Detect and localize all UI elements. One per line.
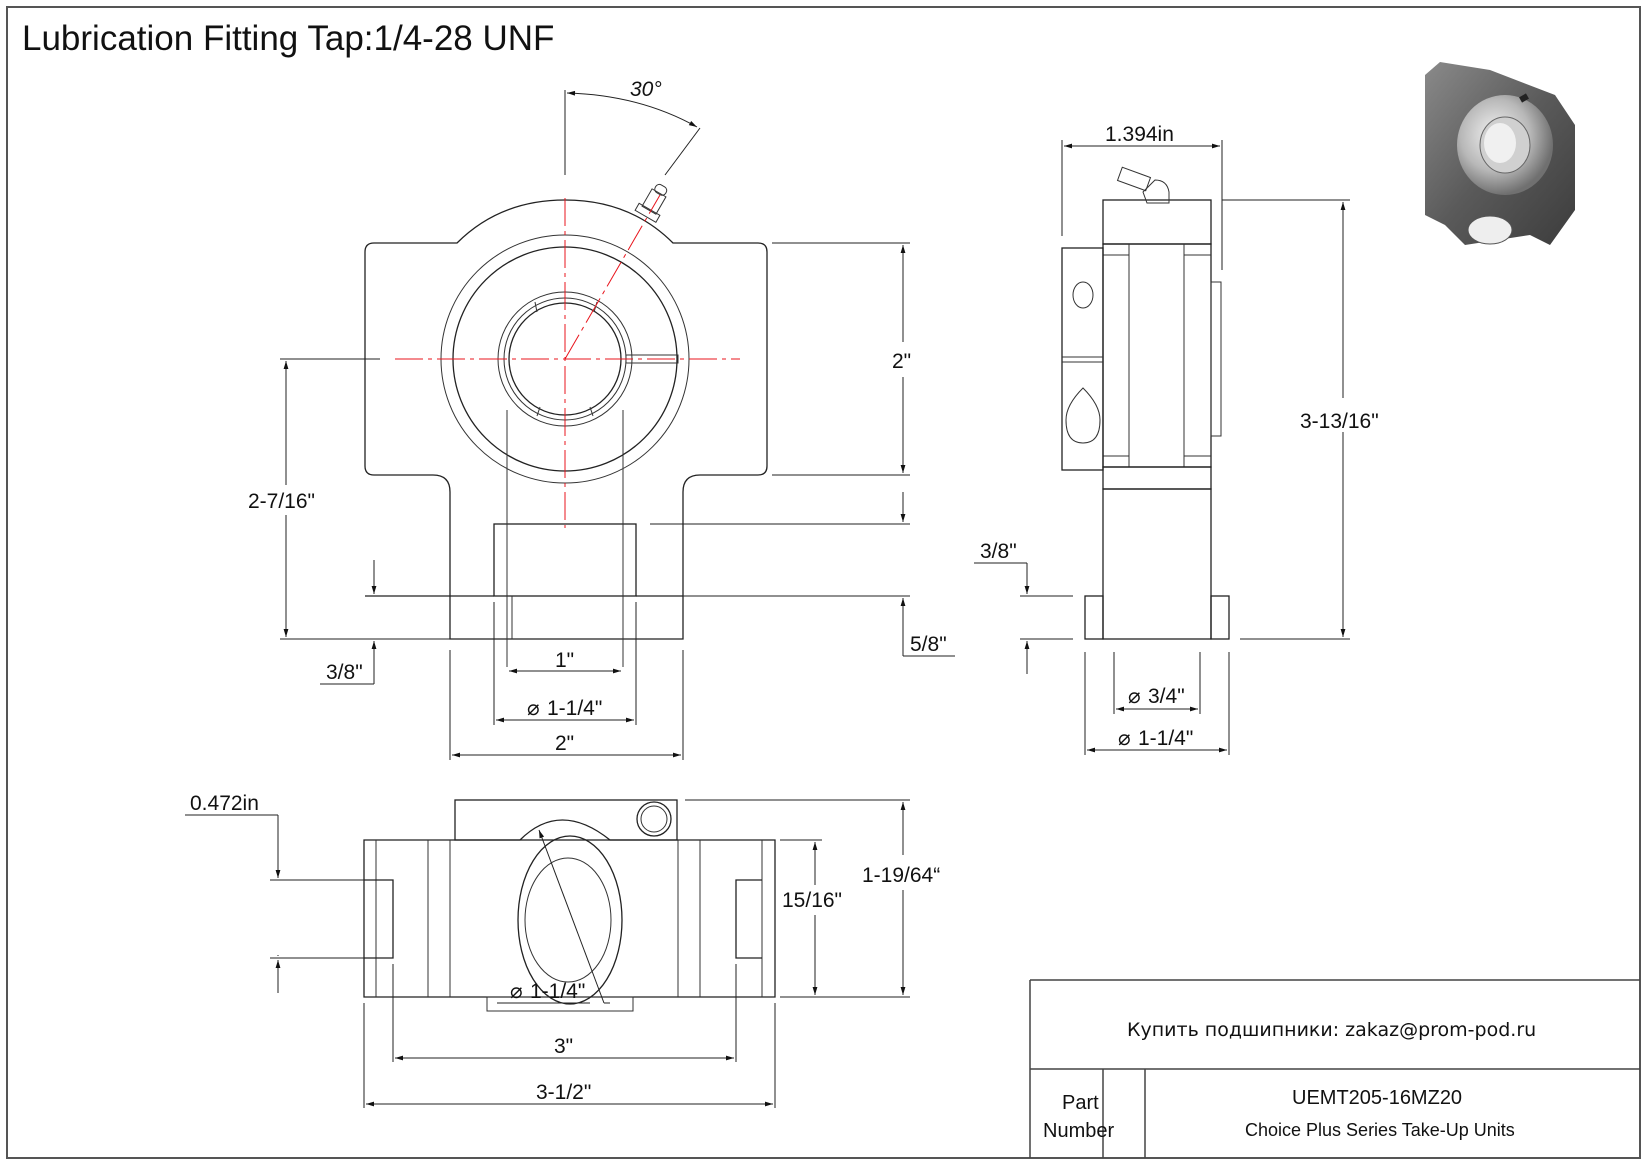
dim-small-diameter: 3/4" bbox=[1148, 685, 1185, 708]
grease-fitting-icon bbox=[634, 183, 668, 223]
part-description: Choice Plus Series Take-Up Units bbox=[1245, 1120, 1515, 1140]
front-view: 30° 2" 5/8" 2-7/16" 3/8" 1" ⌀ 1 bbox=[248, 78, 955, 760]
bottom-top-block bbox=[454, 799, 678, 841]
diameter-icon: ⌀ bbox=[1128, 685, 1141, 708]
grease-fitting-top bbox=[640, 805, 668, 833]
set-screw-hole bbox=[1065, 387, 1101, 444]
side-foot-left bbox=[1084, 595, 1104, 640]
dim-inner-height: 15/16" bbox=[782, 889, 842, 912]
side-top-block bbox=[1102, 199, 1212, 245]
ring-notch bbox=[589, 406, 594, 417]
dim-slot: 0.472in bbox=[190, 792, 259, 815]
side-body bbox=[1102, 243, 1212, 468]
bottom-tab bbox=[486, 996, 634, 1012]
dim-base-offset-right: 5/8" bbox=[910, 633, 947, 656]
dim-large-diameter: 1-1/4" bbox=[1138, 727, 1193, 750]
dim-hole-diameter: 1-1/4" bbox=[547, 697, 602, 720]
side-foot-right bbox=[1210, 595, 1230, 640]
dim-inner-width: 3" bbox=[554, 1035, 573, 1058]
dim-outer-height: 1-19/64“ bbox=[862, 864, 940, 887]
ring-notch bbox=[536, 406, 541, 417]
part-number: UEMT205-16MZ20 bbox=[1292, 1087, 1462, 1109]
dim-base-thickness-left: 3/8" bbox=[326, 661, 363, 684]
part-label-line1: Part bbox=[1062, 1092, 1099, 1114]
set-screw-hole bbox=[1072, 281, 1094, 309]
title-block: Купить подшипники: zakaz@prom-pod.ru Par… bbox=[1029, 979, 1640, 1158]
bottom-view: ⌀ 1-1/4" 0.472in 15/16" 1-19/64“ 3" 3-1/… bbox=[185, 792, 940, 1108]
sheet-border bbox=[6, 6, 1641, 1159]
angle-arc bbox=[566, 90, 698, 128]
diameter-icon: ⌀ bbox=[1118, 727, 1131, 750]
side-view: 1.394in 3-13/16" 3/8" ⌀ 3/4" ⌀ 1-1/4" bbox=[974, 123, 1379, 755]
side-flange bbox=[1210, 281, 1222, 437]
dim-total-height: 3-13/16" bbox=[1300, 410, 1379, 433]
slot-right bbox=[735, 879, 762, 959]
dim-line bbox=[538, 829, 605, 1004]
slot-left bbox=[364, 879, 394, 959]
side-collar bbox=[1061, 247, 1104, 471]
side-lower-band bbox=[1102, 466, 1212, 490]
ring-notch bbox=[534, 301, 538, 313]
bore bbox=[524, 857, 612, 983]
dim-height-upper: 2" bbox=[892, 350, 911, 373]
dim-outer-width: 3-1/2" bbox=[536, 1081, 591, 1104]
lower-block bbox=[493, 523, 637, 597]
fitting-centerline bbox=[564, 194, 661, 360]
grease-fitting-top bbox=[636, 801, 672, 837]
angle-label: 30° bbox=[630, 78, 662, 101]
drawing-title: Lubrication Fitting Tap:1/4-28 UNF bbox=[22, 19, 554, 58]
diameter-icon: ⌀ bbox=[527, 697, 540, 720]
bore-outline bbox=[517, 835, 623, 1005]
bottom-body bbox=[363, 819, 776, 998]
angle-ext-line bbox=[664, 127, 701, 176]
dim-side-width: 1.394in bbox=[1105, 123, 1174, 146]
dim-foot-height: 3/8" bbox=[980, 540, 1017, 563]
side-lower-body bbox=[1102, 488, 1212, 640]
grease-fitting-icon bbox=[1116, 166, 1170, 204]
dim-slot-width: 1" bbox=[555, 649, 574, 672]
dim-center-height: 2-7/16" bbox=[248, 490, 315, 513]
contact-info: Купить подшипники: zakaz@prom-pod.ru bbox=[1127, 1019, 1536, 1041]
front-housing-outline bbox=[364, 199, 768, 640]
isometric-render-icon bbox=[1425, 62, 1575, 245]
dim-base-width: 2" bbox=[555, 732, 574, 755]
diameter-icon: ⌀ bbox=[510, 980, 523, 1003]
dim-bore-diameter: 1-1/4" bbox=[530, 980, 585, 1003]
part-label-line2: Number bbox=[1043, 1120, 1114, 1142]
